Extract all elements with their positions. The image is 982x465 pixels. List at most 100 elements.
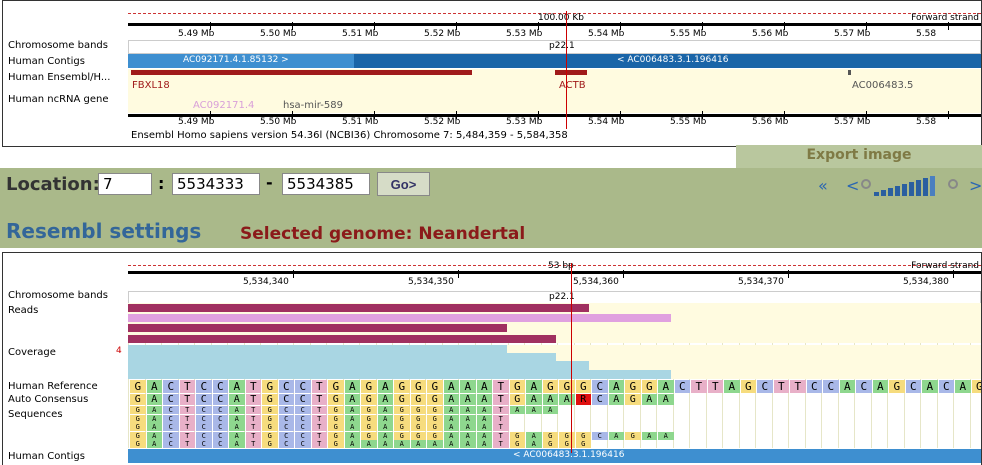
nav-right-icon[interactable]: > bbox=[969, 176, 982, 195]
location-label: Location: bbox=[6, 174, 100, 195]
base-cell: T bbox=[312, 415, 328, 423]
read-bar[interactable] bbox=[128, 335, 556, 343]
strand-label: Forward strand bbox=[911, 13, 979, 23]
read-bar[interactable] bbox=[128, 324, 507, 332]
start-input[interactable] bbox=[172, 173, 260, 195]
zoom-out-icon[interactable] bbox=[948, 179, 958, 189]
base-cell: G bbox=[543, 432, 559, 440]
zoom-level-bar bbox=[923, 178, 928, 196]
read-bar[interactable] bbox=[128, 314, 671, 322]
tick-label: 5,534,350 bbox=[408, 277, 454, 287]
track-label-ensembl: Human Ensembl/H... bbox=[8, 72, 110, 83]
chromosome-input[interactable] bbox=[98, 173, 152, 195]
base-cell: C bbox=[279, 380, 295, 393]
tick-label: 5,534,360 bbox=[573, 277, 619, 287]
base-cell: C bbox=[163, 406, 179, 414]
end-input[interactable] bbox=[282, 173, 370, 195]
nav-left-icon[interactable]: < bbox=[846, 176, 859, 195]
nav-far-left-icon[interactable]: « bbox=[818, 176, 828, 195]
base-cell: G bbox=[130, 415, 146, 423]
base-cell: A bbox=[477, 440, 493, 448]
selected-genome: Selected genome: Neandertal bbox=[240, 224, 525, 244]
base-cell: A bbox=[477, 432, 493, 440]
tick-label: 5.51 Mb bbox=[342, 29, 378, 39]
go-button[interactable]: Go> bbox=[377, 172, 430, 196]
base-cell: T bbox=[180, 423, 196, 431]
base-cell: G bbox=[361, 406, 377, 414]
gene-label-ac092171: AC092171.4 bbox=[193, 100, 254, 111]
base-cell: C bbox=[213, 423, 229, 431]
zoom-level-bar bbox=[909, 182, 914, 196]
zoom-level-bar bbox=[930, 176, 935, 196]
base-cell: A bbox=[229, 423, 245, 431]
base-cell: G bbox=[361, 380, 377, 393]
base-cell: G bbox=[328, 415, 344, 423]
base-cell: T bbox=[180, 415, 196, 423]
gene-actb[interactable] bbox=[555, 70, 587, 75]
base-cell: G bbox=[427, 380, 443, 393]
base-cell: G bbox=[411, 394, 427, 405]
contig-detail[interactable]: < AC006483.3.1.196416 bbox=[128, 449, 981, 463]
tick-label: 5.58 bbox=[916, 29, 936, 39]
base-cell: A bbox=[444, 415, 460, 423]
overview-footer: Ensembl Homo sapiens version 54.36l (NCB… bbox=[131, 130, 568, 141]
base-cell: A bbox=[477, 406, 493, 414]
base-cell: G bbox=[328, 394, 344, 405]
tick-label: 5.58 bbox=[916, 117, 936, 127]
base-cell: T bbox=[180, 394, 196, 405]
base-cell: G bbox=[394, 380, 410, 393]
base-cell: G bbox=[543, 380, 559, 393]
base-cell: C bbox=[196, 406, 212, 414]
base-cell: A bbox=[955, 380, 971, 393]
base-cell: A bbox=[444, 440, 460, 448]
gene-label-ac006483: AC006483.5 bbox=[852, 80, 913, 91]
base-cell: T bbox=[493, 423, 509, 431]
tick-mark bbox=[458, 270, 459, 278]
base-cell: C bbox=[295, 440, 311, 448]
base-cell: A bbox=[444, 432, 460, 440]
base-cell: A bbox=[642, 432, 658, 440]
base-cell: C bbox=[592, 432, 608, 440]
base-cell: A bbox=[873, 380, 889, 393]
base-cell: R bbox=[576, 394, 592, 405]
base-cell: T bbox=[493, 440, 509, 448]
chromosome-band[interactable]: p22.1 bbox=[128, 40, 981, 54]
zoom-in-icon[interactable] bbox=[861, 179, 871, 189]
export-image-button[interactable]: Export image bbox=[736, 145, 982, 168]
base-cell: G bbox=[625, 394, 641, 405]
tick-label: 5.50 Mb bbox=[260, 117, 296, 127]
gene-fbxl18[interactable] bbox=[131, 70, 472, 75]
track-label-reads: Reads bbox=[8, 305, 38, 316]
base-cell: G bbox=[427, 432, 443, 440]
base-cell: A bbox=[229, 432, 245, 440]
base-cell: T bbox=[246, 394, 262, 405]
base-cell: G bbox=[130, 423, 146, 431]
base-cell: A bbox=[460, 380, 476, 393]
base-cell: A bbox=[378, 394, 394, 405]
base-cell: A bbox=[411, 440, 427, 448]
base-cell: A bbox=[229, 415, 245, 423]
contig-left[interactable]: AC092171.4.1.85132 > bbox=[128, 54, 354, 68]
base-cell: A bbox=[444, 380, 460, 393]
detail-strand-label: Forward strand bbox=[911, 261, 979, 271]
contig-right[interactable]: < AC006483.3.1.196416 bbox=[354, 54, 981, 68]
base-cell: A bbox=[378, 380, 394, 393]
base-cell: A bbox=[361, 440, 377, 448]
base-cell: A bbox=[460, 440, 476, 448]
base-cell: C bbox=[939, 380, 955, 393]
zoom-level-bar bbox=[902, 184, 907, 196]
track-label-sequences: Sequences bbox=[8, 409, 63, 420]
coverage-bar bbox=[128, 345, 507, 379]
tick-label: 5.56 Mb bbox=[752, 29, 788, 39]
base-cell: G bbox=[411, 415, 427, 423]
base-cell: G bbox=[427, 394, 443, 405]
base-cell: A bbox=[526, 440, 542, 448]
base-cell: G bbox=[361, 432, 377, 440]
track-label-chromosome-bands-detail: Chromosome bands bbox=[8, 290, 108, 301]
base-cell: G bbox=[889, 380, 905, 393]
base-cell: G bbox=[972, 380, 982, 393]
base-cell: T bbox=[493, 432, 509, 440]
read-bar[interactable] bbox=[128, 304, 589, 312]
